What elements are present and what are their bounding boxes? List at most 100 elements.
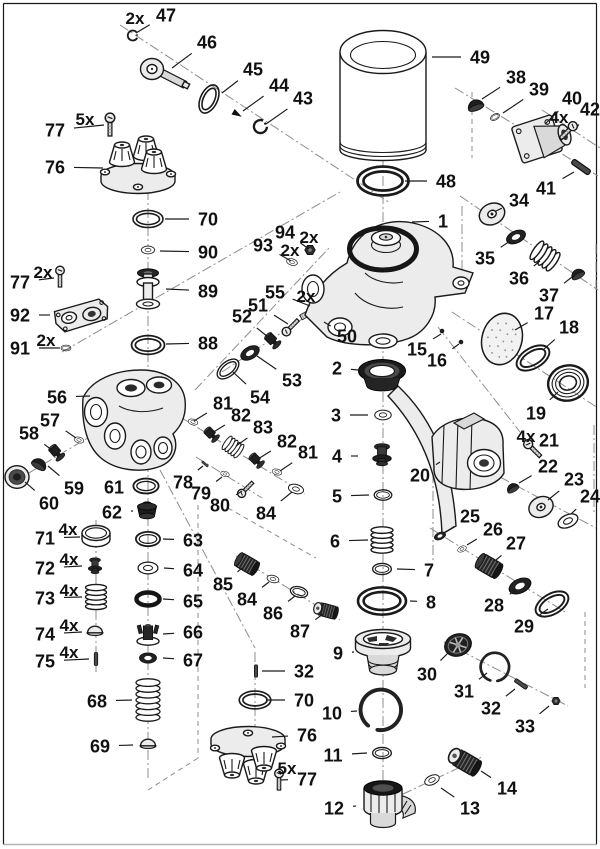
callout-46: 46 (171, 33, 217, 69)
part-3-washer (374, 409, 392, 421)
part-29-oring (530, 585, 574, 623)
quantity-label: 4x (60, 643, 79, 662)
part-number-label: 77 (10, 273, 30, 293)
callout-1: 1 (411, 212, 448, 232)
part-43-cliparc (250, 116, 271, 137)
part-35-washerdark (503, 226, 529, 248)
centerline (194, 246, 331, 391)
callout-9: 9 (333, 644, 355, 664)
centerline (195, 456, 263, 499)
part-number-label: 18 (559, 318, 579, 338)
part-26-washer (456, 544, 468, 554)
part-number-label: 88 (198, 334, 218, 354)
callout-51: 51 (248, 296, 289, 325)
part-1-housing1 (302, 222, 473, 348)
callout-5: 5 (332, 487, 370, 507)
part-number-label: 86 (263, 604, 283, 624)
leader-line (576, 124, 580, 128)
callout-36: 36 (509, 260, 541, 289)
callout-8: 8 (409, 593, 436, 613)
part-number-label: 83 (253, 418, 273, 438)
callout-60: 60 (24, 481, 59, 514)
leader-line (502, 99, 524, 114)
leader-line (570, 508, 577, 515)
part-88-oring (130, 334, 166, 356)
callout-37: 37 (539, 276, 573, 306)
part-number-label: 48 (436, 172, 456, 192)
leader-line (350, 368, 359, 371)
part-4-spool (372, 443, 392, 467)
leader-line (232, 371, 247, 385)
part-number-label: 22 (538, 457, 558, 477)
part-15-ball (439, 328, 445, 334)
part-number-label: 47 (156, 6, 176, 26)
callout-79: 79 (191, 476, 223, 504)
part-number-label: 66 (183, 623, 203, 643)
callout-70: 70 (165, 210, 218, 230)
part-90-washer (140, 245, 156, 255)
leader-line (43, 443, 53, 451)
leader-line (435, 461, 441, 466)
callout-58: 58 (19, 424, 53, 451)
callout-14: 14 (480, 770, 517, 799)
part-number-label: 35 (475, 249, 495, 269)
quantity-label: 4x (60, 581, 79, 600)
part-12-elbow12 (363, 780, 417, 829)
centerline (147, 757, 199, 791)
part-number-label: 36 (509, 269, 529, 289)
part-number-label: 70 (294, 691, 314, 711)
leader-line (237, 567, 243, 573)
callout-33: 33 (515, 705, 550, 737)
part-82-valvesm (201, 424, 221, 444)
part-70-oring (132, 209, 164, 229)
callout-83: 83 (235, 418, 273, 447)
callout-24: 24 (570, 487, 600, 515)
part-number-label: 57 (40, 411, 60, 431)
part-53-washerdark (237, 342, 263, 364)
leader-line (261, 581, 270, 588)
part-number-label: 63 (183, 531, 203, 551)
leader-line (63, 658, 90, 661)
callout-15: 15 (407, 333, 442, 360)
part-69-dome (139, 738, 157, 750)
part-number-label: 78 (173, 473, 193, 493)
callout-39: 39 (502, 80, 549, 114)
leader-line (440, 787, 455, 798)
leader-line (539, 705, 550, 715)
leader-line (65, 430, 77, 439)
part-number-label: 87 (290, 622, 310, 642)
callout-11: 11 (323, 746, 368, 766)
quantity-label: 4x (60, 616, 79, 635)
leader-line (280, 491, 293, 502)
part-16-ball (458, 339, 464, 345)
leader-line (171, 52, 193, 69)
part-34-disc (474, 198, 510, 230)
part-66-valve66 (136, 623, 160, 646)
quantity-label: 5x (278, 759, 297, 778)
leader-line (466, 538, 478, 546)
callout-13: 13 (440, 787, 480, 819)
part-number-label: 92 (10, 306, 30, 326)
part-number-label: 39 (529, 80, 549, 100)
part-47-cliparc (126, 29, 139, 42)
callout-17: 17 (514, 304, 554, 331)
callout-18: 18 (543, 318, 579, 350)
part-number-label: 27 (506, 534, 526, 554)
callout-64: 64 (163, 561, 203, 581)
part-number-label: 54 (250, 388, 270, 408)
quantity-label: 5x (76, 110, 95, 129)
part-number-label: 76 (45, 158, 65, 178)
part-number-label: 19 (526, 404, 546, 424)
part-67-washerdark (139, 652, 157, 664)
part-81-washer (271, 467, 283, 477)
leader-line (562, 171, 575, 180)
part-number-label: 61 (104, 478, 124, 498)
part-62-cap62 (137, 500, 157, 520)
part-74-dome (86, 625, 104, 637)
part-number-label: 5 (332, 487, 342, 507)
